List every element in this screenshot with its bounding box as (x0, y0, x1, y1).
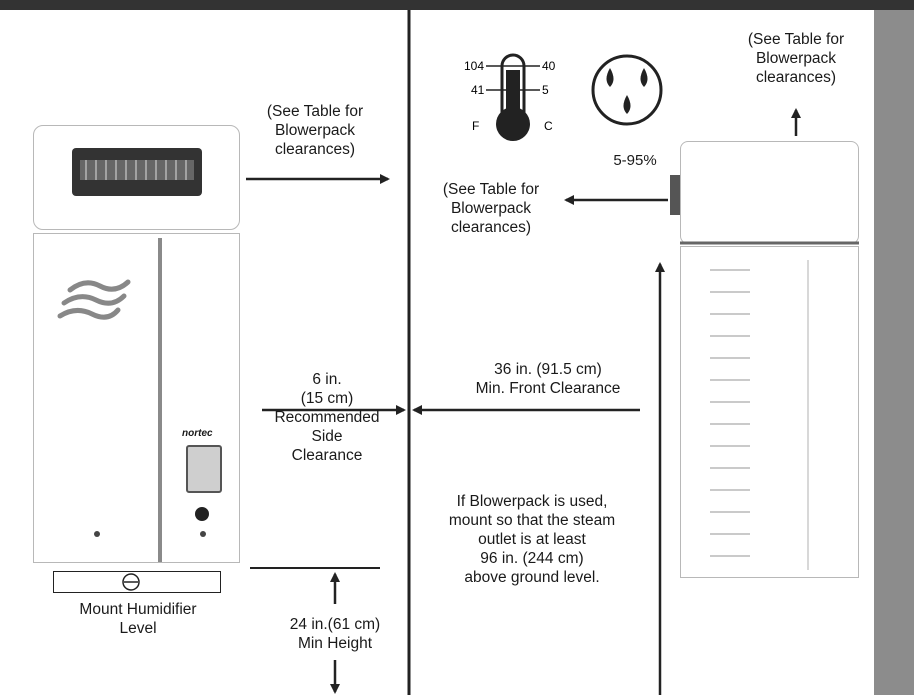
level-indicator (53, 571, 221, 593)
power-switch (195, 507, 209, 521)
see-table-label-center: (See Table for Blowerpack clearances) (266, 103, 364, 158)
humidity-range: 5-95% (613, 152, 657, 169)
vent-grille-icon (72, 148, 202, 196)
wave-logo-icon (57, 279, 131, 320)
thermometer-icon (486, 53, 540, 141)
side-clearance-label: 6 in. (15 cm) Recommended Side Clearance (274, 371, 380, 464)
side-wall (874, 10, 914, 695)
see-table-label-topright: (See Table for Blowerpack clearances) (747, 31, 845, 86)
humidifier-side-blowerpack (680, 141, 859, 244)
front-clearance-label: 36 in. (91.5 cm) Min. Front Clearance (475, 361, 621, 397)
f-low: 41 (471, 83, 485, 97)
c-high: 40 (542, 59, 556, 73)
nortec-logo-icon: nortec (182, 428, 213, 439)
f-unit: F (472, 119, 479, 133)
humidifier-side-cabinet (680, 246, 859, 578)
see-table-label-left: (See Table for Blowerpack clearances) (442, 181, 540, 236)
ceiling-line (0, 0, 914, 10)
f-high: 104 (464, 59, 484, 73)
blowerpack-note: If Blowerpack is used, mount so that the… (448, 493, 616, 586)
mount-level-label: Mount Humidifier Level (79, 601, 197, 637)
control-display (186, 445, 222, 493)
side-vents (710, 269, 750, 557)
min-height-label: 24 in.(61 cm) Min Height (289, 616, 381, 652)
water-drops-icon (591, 54, 663, 126)
c-low: 5 (542, 83, 549, 97)
level-bubble-icon (122, 573, 140, 591)
c-unit: C (544, 119, 553, 133)
